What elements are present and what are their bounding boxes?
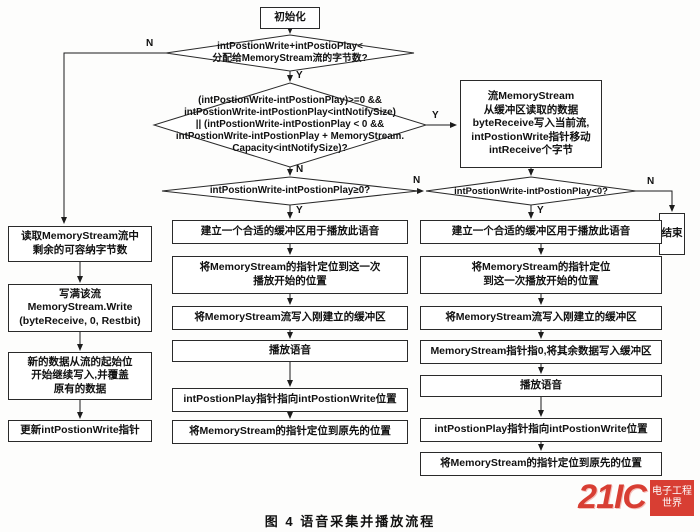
branch-label-no: N: [413, 175, 421, 186]
read-remaining-node: 读取MemoryStream流中 剩余的可容纳字节数: [8, 226, 152, 262]
decision-ge0-shape: [161, 176, 419, 206]
watermark-brand-logo: 21IC: [578, 478, 647, 516]
decision-notify-shape: [152, 82, 428, 168]
branch-label-no: N: [647, 176, 655, 187]
decision-notify: (intPostionWrite-intPostionPlay)>=0 && i…: [175, 94, 405, 155]
right-create-buffer-node: 建立一个合适的缓冲区用于播放此语音: [420, 220, 662, 244]
branch-label-yes: Y: [537, 205, 544, 216]
end-node: 结束: [659, 213, 685, 255]
mid-seek-play-start-node: 将MemoryStream的指针定位到这一次 播放开始的位置: [172, 256, 408, 294]
branch-label-yes: Y: [296, 70, 303, 81]
update-write-pointer-node: 更新intPostionWrite指针: [8, 420, 152, 442]
mid-restore-pointer-node: 将MemoryStream的指针定位到原先的位置: [172, 420, 408, 444]
figure-caption: 图 4 语音采集并播放流程: [264, 514, 436, 529]
start-node: 初始化: [260, 7, 320, 29]
write-stream-node: 流MemoryStream 从缓冲区读取的数据 byteReceive写入当前流…: [460, 80, 602, 168]
mid-play-audio-node: 播放语音: [172, 340, 408, 362]
right-seek-play-start-node: 将MemoryStream的指针定位 到这一次播放开始的位置: [420, 256, 662, 294]
branch-label-yes: Y: [296, 205, 303, 216]
fill-stream-node: 写满该流 MemoryStream.Write (byteReceive, 0,…: [8, 284, 152, 332]
right-restore-pointer-node: 将MemoryStream的指针定位到原先的位置: [420, 452, 662, 476]
mid-write-buffer-node: 将MemoryStream流写入刚建立的缓冲区: [172, 306, 408, 330]
right-write-buffer-node: 将MemoryStream流写入刚建立的缓冲区: [420, 306, 662, 330]
branch-label-no: N: [146, 38, 154, 49]
right-pointer-zero-node: MemoryStream指针指0,将其余数据写入缓冲区: [420, 340, 662, 364]
overwrite-data-node: 新的数据从流的起始位 开始继续写入,并覆盖 原有的数据: [8, 352, 152, 400]
right-play-audio-node: 播放语音: [420, 375, 662, 397]
decision-ge0: intPostionWrite-intPostionPlay≥0?: [209, 184, 371, 196]
decision-capacity: intPostionWrite+intPostioPlay< 分配给Memory…: [212, 40, 368, 64]
mid-create-buffer-node: 建立一个合适的缓冲区用于播放此语音: [172, 220, 408, 244]
right-update-play-pointer-node: intPostionPlay指针指向intPostionWrite位置: [420, 418, 662, 442]
decision-capacity-shape: [165, 34, 415, 72]
branch-label-no: N: [296, 164, 304, 175]
branch-label-yes: Y: [432, 110, 439, 121]
mid-update-play-pointer-node: intPostionPlay指针指向intPostionWrite位置: [172, 388, 408, 412]
decision-lt0: intPostionWrite-intPostionPlay<0?: [454, 185, 608, 197]
decision-lt0-shape: [425, 176, 637, 206]
